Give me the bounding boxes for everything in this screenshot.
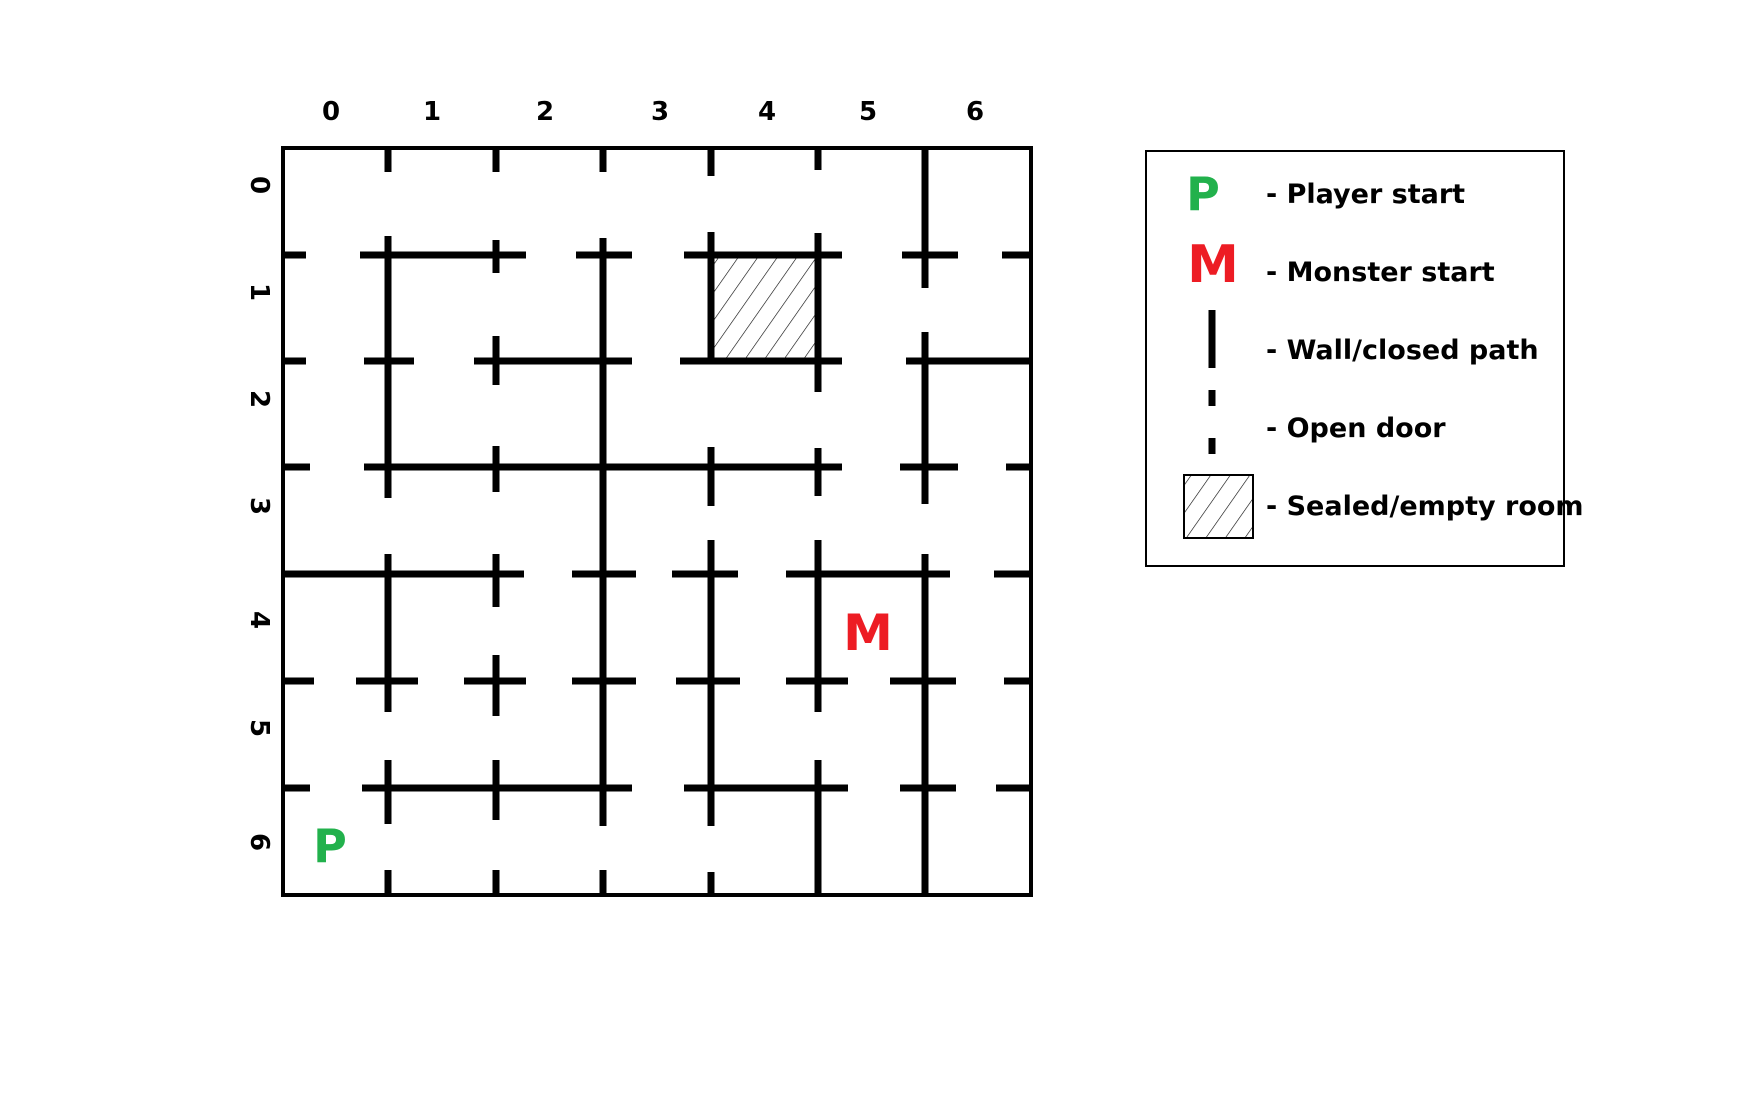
monster-token: M (843, 604, 893, 662)
row-label: 1 (244, 283, 274, 301)
sealed-room (714, 256, 819, 360)
legend: P - Player start M - Monster start - Wal… (1145, 150, 1584, 567)
legend-player-symbol: P (1186, 167, 1220, 221)
column-label: 4 (758, 97, 776, 127)
player-token: P (313, 819, 347, 873)
legend-sealed-label: - Sealed/empty room (1266, 491, 1584, 522)
column-label: 1 (423, 97, 441, 127)
column-label: 3 (651, 97, 669, 127)
column-label: 2 (536, 97, 554, 127)
column-label: 6 (966, 97, 984, 127)
column-headers: 0 1 2 3 4 5 6 (322, 97, 984, 127)
column-label: 5 (859, 97, 877, 127)
sealed-room-symbol-icon (1183, 474, 1254, 539)
legend-player-label: - Player start (1266, 179, 1465, 210)
row-label: 6 (244, 833, 274, 851)
row-label: 5 (244, 719, 274, 737)
row-headers: 0 1 2 3 4 5 6 (244, 176, 274, 851)
column-label: 0 (322, 97, 340, 127)
maze-boundary (281, 146, 1033, 897)
legend-monster-label: - Monster start (1266, 257, 1495, 288)
row-label: 4 (244, 611, 274, 629)
row-label: 0 (244, 176, 274, 194)
legend-monster-symbol: M (1187, 235, 1239, 295)
row-label: 2 (244, 390, 274, 408)
legend-door-label: - Open door (1266, 413, 1446, 444)
legend-wall-label: - Wall/closed path (1266, 335, 1539, 366)
row-label: 3 (244, 497, 274, 515)
maze-walls (283, 148, 1031, 895)
